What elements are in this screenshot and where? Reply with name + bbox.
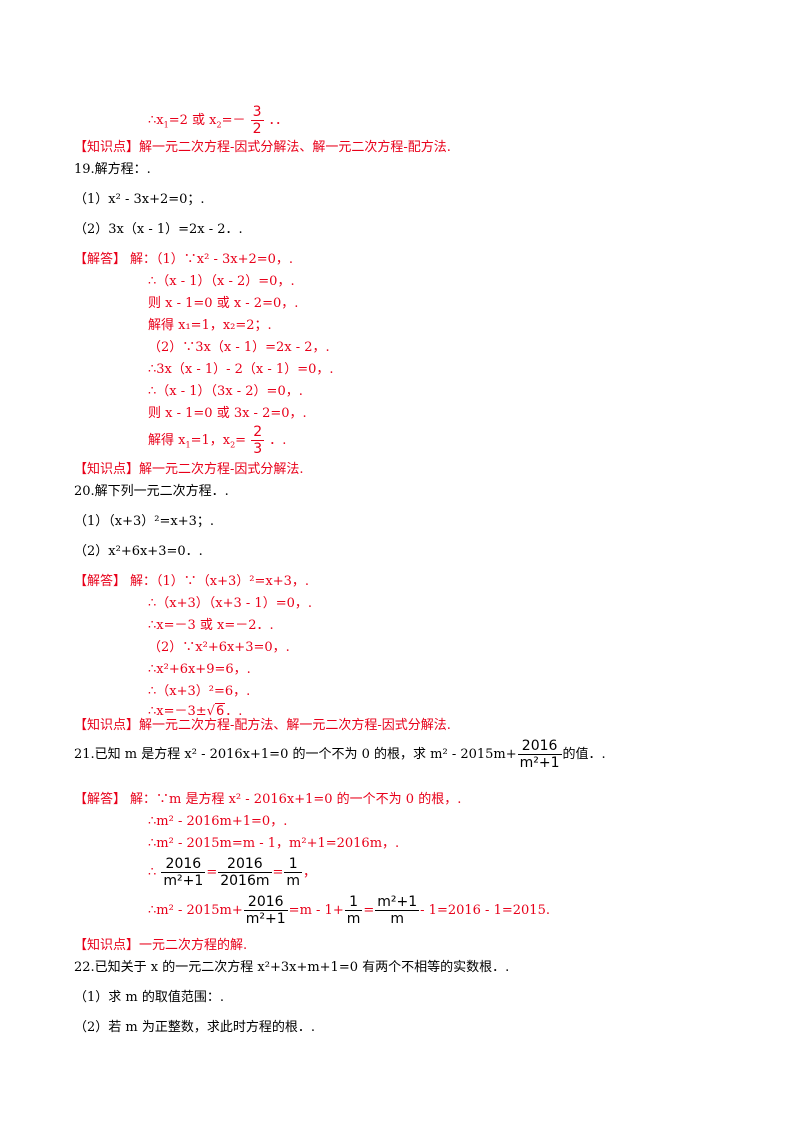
p19-answer-line: 解得 x₁=1，x₂=2；. [148, 318, 272, 333]
p20-answer-line: ∴x=－3 或 x=－2．. [148, 618, 274, 633]
p21-answer-line: ∴m² - 2015m=m - 1，m²+1=2016m，. [148, 836, 400, 851]
p19-answer-line: ∴3x（x - 1）- 2（x - 1）=0，. [148, 362, 334, 377]
p21-answer-line: 解：∵m 是方程 x² - 2016x+1=0 的一个不为 0 的根，. [130, 792, 462, 807]
p19-answer-line: ∴（x - 1）（x - 2）=0，. [148, 274, 295, 289]
p21-answer-tag: 【解答】 [74, 792, 127, 807]
p18-knowledge: 【知识点】解一元二次方程-因式分解法、解一元二次方程-配方法. [74, 140, 451, 155]
p19-title: 19.解方程：. [74, 162, 151, 177]
p20-answer-line: （2）∵x²+6x+3=0，. [148, 640, 290, 655]
p19-answer-line: 则 x - 1=0 或 x - 2=0，. [148, 296, 299, 311]
p20-answer-line: ∴（x+3）²=6，. [148, 684, 251, 699]
p22-title: 22.已知关于 x 的一元二次方程 x²+3x+m+1=0 有两个不相等的实数根… [74, 960, 510, 975]
p20-answer-tag: 【解答】 [74, 574, 127, 589]
p19-knowledge: 【知识点】解一元二次方程-因式分解法. [74, 462, 304, 477]
p21-answer-line: ∴m² - 2016m+1=0，. [148, 814, 288, 829]
p20-knowledge: 【知识点】解一元二次方程-配方法、解一元二次方程-因式分解法. [74, 718, 451, 733]
p19-answer-tag: 【解答】 [74, 252, 127, 267]
p20-answer-line: ∴x²+6x+9=6，. [148, 662, 251, 677]
p22-question-2: （2）若 m 为正整数，求此时方程的根．. [74, 1020, 315, 1035]
p20-question-2: （2）x²+6x+3=0．. [74, 544, 203, 559]
p20-answer-line: ∴（x+3）（x+3 - 1）=0，. [148, 596, 312, 611]
p21-knowledge: 【知识点】一元二次方程的解. [74, 938, 248, 953]
p21-title: 21.已知 m 是方程 x² - 2016x+1=0 的一个不为 0 的根，求 … [74, 738, 606, 771]
p20-answer-line: 解：（1）∵（x+3）²=x+3，. [130, 574, 309, 589]
p22-question-1: （1）求 m 的取值范围：. [74, 990, 224, 1005]
p19-answer-line: 则 x - 1=0 或 3x - 2=0，. [148, 406, 307, 421]
p19-question-2: （2）3x（x - 1）=2x - 2．. [74, 222, 243, 237]
p19-answer-line: 解：（1）∵x² - 3x+2=0，. [130, 252, 294, 267]
p19-question-1: （1）x² - 3x+2=0；. [74, 192, 205, 207]
p20-answer-last-line: ∴x=－3±√6．. [148, 703, 243, 719]
square-root: √6 [206, 703, 226, 719]
p20-question-1: （1）（x+3）²=x+3；. [74, 514, 214, 529]
p19-answer-line: （2）∵3x（x - 1）=2x - 2，. [148, 340, 330, 355]
p20-title: 20.解下列一元二次方程．. [74, 484, 229, 499]
p19-answer-line: ∴（x - 1）（3x - 2）=0，. [148, 384, 303, 399]
